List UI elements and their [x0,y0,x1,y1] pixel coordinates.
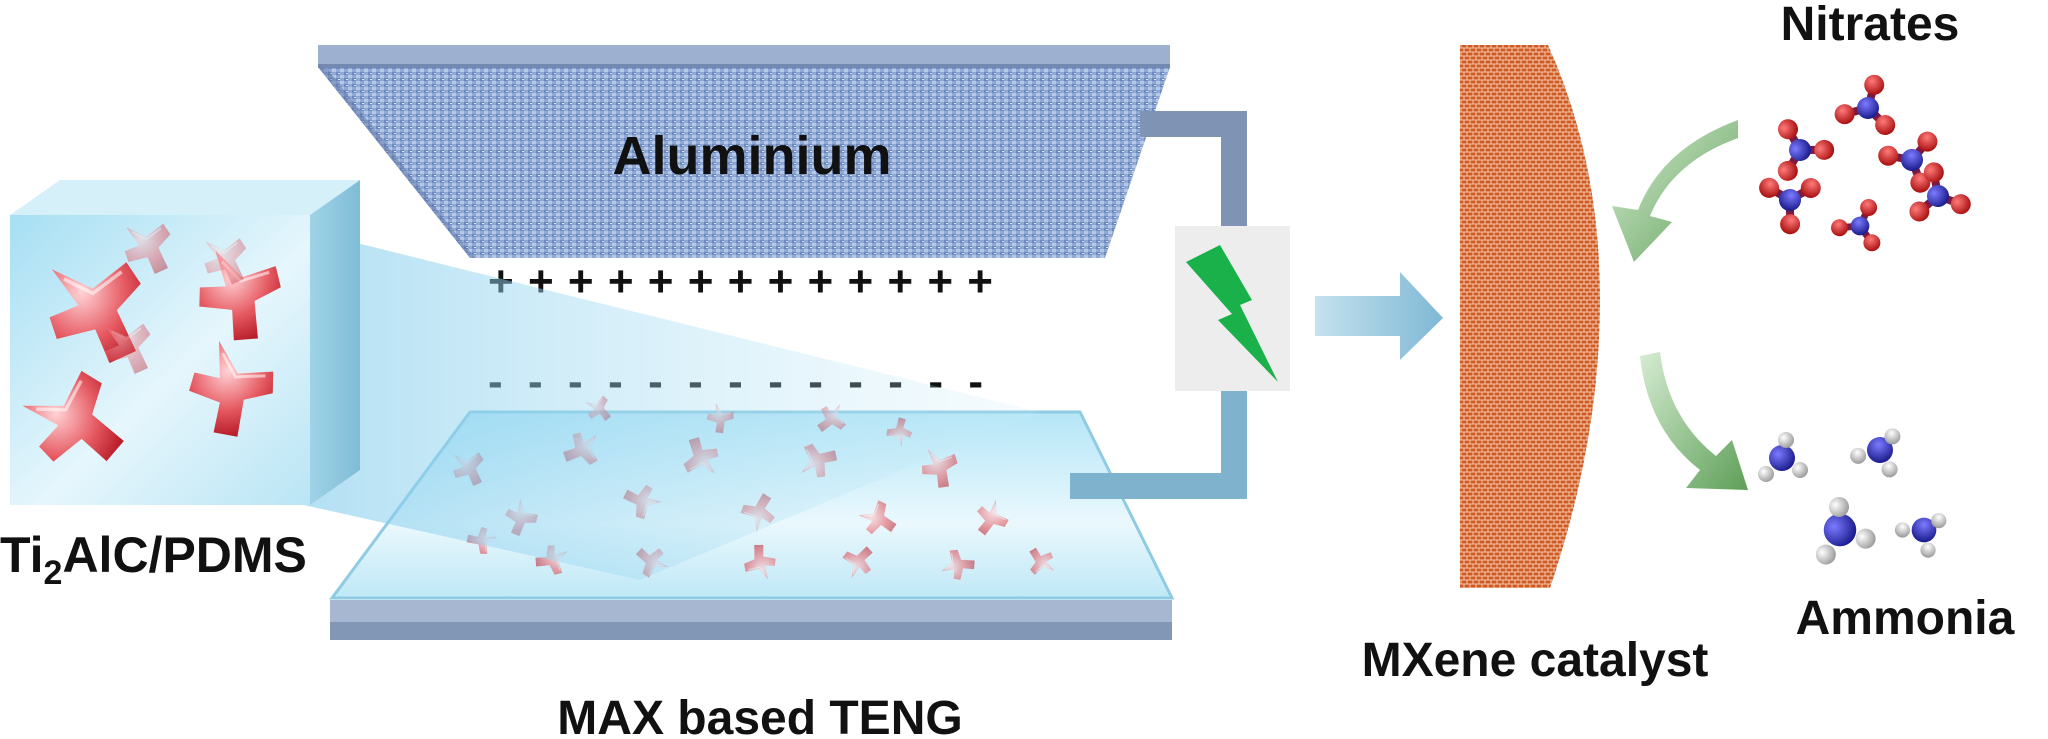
aluminium-label: Aluminium [613,126,892,186]
ammonia-molecules [1758,428,1947,565]
composite-cube [10,180,1040,580]
aluminium-electrode [318,45,1170,258]
teng-label: MAX based TENG [557,692,962,739]
curved-arrow-out-icon [1640,352,1748,490]
circuit-wire [1070,111,1290,499]
right-arrow-icon [1315,272,1443,360]
ammonia-label: Ammonia [1796,592,2015,645]
mxene-catalyst [1460,45,1600,588]
lightning-bolt-icon [1186,245,1278,382]
catalyst-label: MXene catalyst [1362,634,1709,687]
nitrate-molecules [1759,74,1971,252]
composite-label: Ti2AlC/PDMS [0,527,307,592]
nitrates-label: Nitrates [1781,0,1960,51]
curved-arrow-in-icon [1612,120,1738,262]
